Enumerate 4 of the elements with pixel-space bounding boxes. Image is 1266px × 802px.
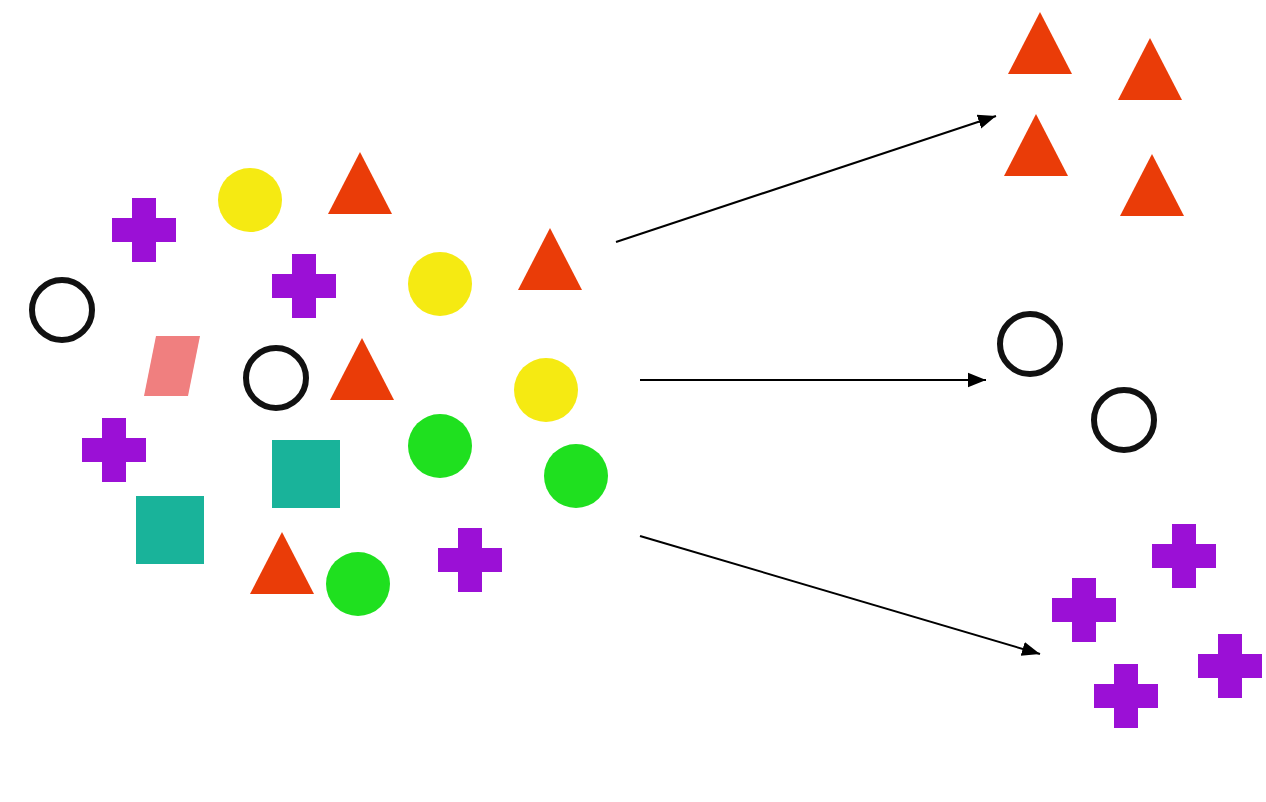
arrow — [639, 372, 987, 388]
sorted-shapes-drawing — [1048, 524, 1264, 732]
arrow — [615, 114, 997, 243]
arrow — [639, 535, 1041, 656]
